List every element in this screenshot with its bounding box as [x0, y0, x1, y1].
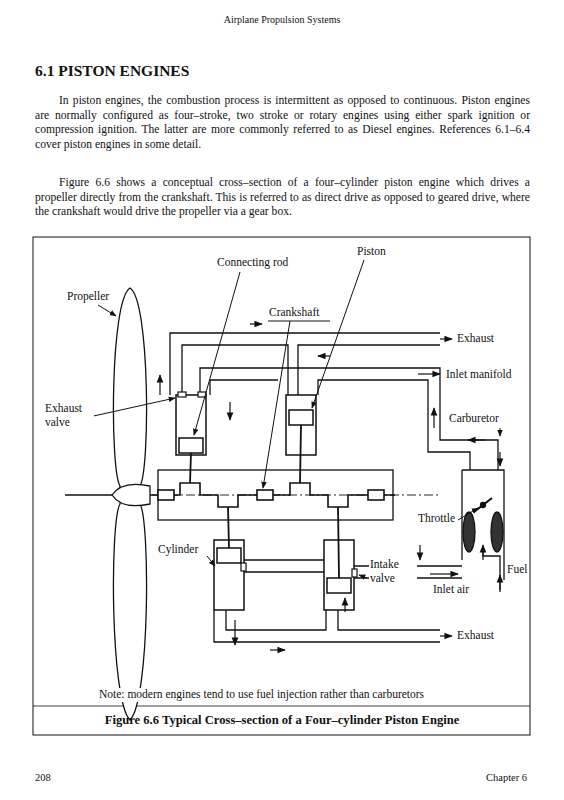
leader-lines — [80, 398, 175, 419]
figure-note: Note: modern engines tend to use fuel in… — [98, 688, 425, 702]
valves — [241, 563, 246, 571]
leader-lines — [500, 428, 501, 436]
flow-arrows — [499, 452, 500, 466]
cylinders — [214, 540, 244, 610]
flow-arrows — [250, 323, 262, 324]
exhaust-pipes — [214, 610, 440, 642]
crankshaft — [158, 490, 174, 500]
carburetor — [481, 503, 486, 508]
exhaust-pipes — [338, 610, 440, 630]
flow-label: Exhaust — [456, 332, 495, 346]
exhaust-pipes — [170, 333, 440, 395]
leader-lines — [312, 260, 364, 408]
running-header: Airplane Propulsion Systems — [224, 14, 341, 26]
part-label: Propeller — [66, 290, 110, 304]
flow-arrows — [468, 439, 485, 440]
inlet-pipes — [244, 571, 324, 572]
crankshaft — [368, 490, 384, 500]
propeller — [65, 288, 150, 720]
valves — [352, 569, 357, 577]
part-label: Connecting rod — [216, 256, 289, 270]
propeller — [112, 484, 150, 505]
carburetor — [462, 470, 504, 580]
part-label: Crankshaft — [268, 306, 320, 320]
inlet-pipes — [244, 559, 324, 560]
flow-arrows — [433, 408, 434, 428]
pistons — [217, 548, 241, 563]
pistons — [179, 410, 351, 593]
leader-lines — [268, 321, 330, 322]
flow-arrows — [270, 649, 285, 650]
part-label: Inlet manifold — [445, 368, 512, 382]
exhaust-pipes — [226, 610, 326, 630]
connecting-rods — [190, 453, 191, 483]
flow-arrows — [482, 545, 483, 560]
exhaust-pipes — [182, 345, 288, 395]
connecting-rods — [228, 507, 229, 548]
cylinders — [176, 395, 354, 610]
pistons — [289, 410, 313, 425]
section-heading: 6.1 PISTON ENGINES — [35, 62, 189, 81]
pistons — [327, 578, 351, 593]
carburetor — [483, 548, 500, 590]
inlet-pipes — [200, 368, 498, 578]
chapter-footer: Chapter 6 — [486, 772, 527, 785]
flow-arrows — [440, 635, 452, 636]
crankshaft — [150, 483, 395, 507]
flow-arrows — [440, 338, 452, 339]
figure-caption: Figure 6.6 Typical Cross–section of a Fo… — [105, 713, 460, 728]
flow-arrows — [234, 620, 235, 645]
leader-lines — [263, 321, 290, 488]
crankshaft — [257, 490, 273, 500]
flow-label: Exhaust — [456, 629, 495, 643]
flow-label: Fuel — [506, 563, 528, 577]
part-label: Throttle — [417, 512, 456, 526]
body-paragraph: In piston engines, the combustion proces… — [35, 94, 530, 152]
connecting-rods — [300, 425, 301, 483]
flow-arrows — [430, 573, 458, 574]
leader-lines — [98, 305, 116, 316]
crankshaft — [150, 483, 395, 507]
figure-rule — [33, 706, 530, 707]
flow-arrows — [229, 402, 230, 420]
valves — [178, 392, 186, 397]
leader-lines — [80, 260, 500, 578]
part-label: Cylinder — [157, 543, 199, 557]
page-number: 208 — [35, 772, 51, 785]
part-label: Piston — [356, 245, 387, 259]
carburetor — [463, 512, 475, 552]
connecting-rods — [338, 507, 339, 578]
pistons — [179, 438, 203, 453]
connecting-rods — [190, 425, 339, 578]
leader-lines — [359, 575, 367, 578]
flow-arrows — [419, 545, 420, 560]
cylinders — [176, 395, 206, 455]
propeller — [65, 494, 112, 495]
centerline — [152, 495, 440, 496]
leader-lines — [207, 556, 215, 566]
flow-arrows — [159, 375, 160, 395]
flow-arrows — [344, 598, 345, 612]
inlet-pipes — [210, 380, 278, 395]
leader-lines — [194, 272, 240, 435]
flow-arrows — [499, 575, 500, 592]
figure-frame — [33, 237, 530, 735]
carburetor — [491, 512, 503, 552]
flow-arrows — [418, 373, 440, 374]
flow-arrows — [318, 355, 330, 356]
valves — [178, 392, 357, 577]
body-paragraph: Figure 6.6 shows a conceptual cross–sect… — [35, 176, 530, 220]
part-label: Intake valve — [369, 558, 417, 586]
part-label: Carburetor — [448, 412, 500, 426]
carburetor — [462, 470, 504, 590]
carburetor — [474, 498, 492, 512]
part-label: Exhaust valve — [44, 402, 94, 430]
flow-label: Inlet air — [432, 583, 470, 597]
leader-lines — [458, 508, 478, 520]
